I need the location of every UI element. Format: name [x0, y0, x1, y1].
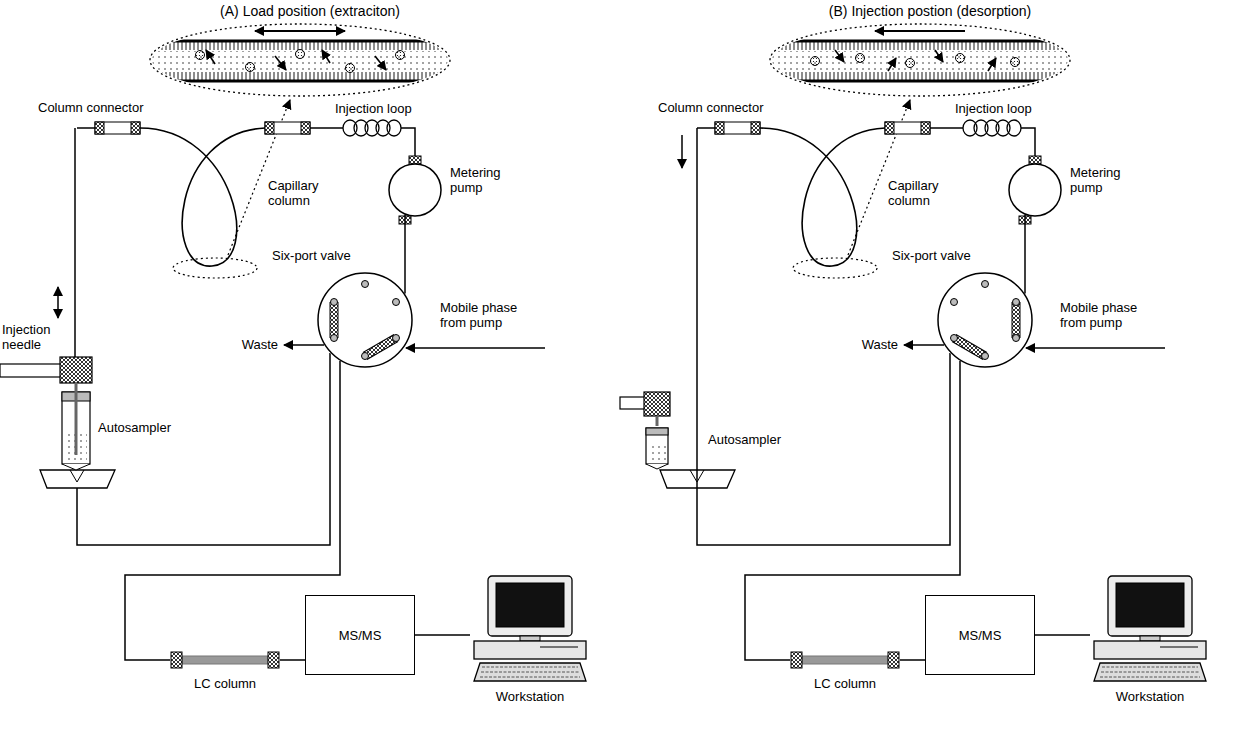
sample-vial	[646, 428, 668, 464]
panel-title: (A) Load position (extraciton)	[0, 3, 620, 20]
needle-block	[644, 392, 670, 416]
node-shape	[937, 272, 1033, 368]
injection-needle	[656, 416, 659, 426]
part-label: Waste	[228, 337, 278, 352]
needle-block	[60, 357, 92, 383]
metering-pump: Metering pump	[1008, 163, 1062, 217]
node-shape	[790, 650, 900, 670]
needle-arm	[0, 364, 62, 377]
part-label: Injection loop	[335, 101, 435, 116]
connector-motion-arrow	[681, 135, 683, 168]
six-port-valve: Six-port valve	[937, 272, 1033, 368]
waste-arrow	[284, 344, 324, 346]
metering-pump: Metering pump	[388, 163, 442, 217]
sample-holder	[40, 470, 115, 488]
capillary-column	[140, 128, 265, 266]
part-label: Column connector	[658, 100, 783, 115]
needle-motion-arrow	[57, 287, 59, 318]
part-label: Autosampler	[708, 432, 803, 447]
injection-needle	[75, 383, 78, 455]
tubing-connector	[900, 659, 925, 661]
node-shape	[1008, 163, 1062, 217]
workstation: Workstation	[470, 575, 590, 685]
extraction-arrows	[206, 50, 386, 70]
part-label: Capillary column	[888, 178, 960, 208]
connectors	[125, 215, 1090, 660]
node-shape	[1090, 575, 1210, 685]
panel-title: (B) Injection postion (desorption)	[620, 3, 1240, 20]
tubing-connector	[280, 659, 305, 661]
mobile-phase-arrow	[406, 347, 545, 349]
zoom-source	[173, 258, 257, 278]
lc-column: LC column	[790, 650, 900, 670]
node-shape	[470, 575, 590, 685]
sample-line	[77, 353, 330, 545]
node-label: Six-port valve	[272, 248, 412, 263]
flow-arrow	[875, 30, 965, 32]
part-label: Injection loop	[955, 101, 1055, 116]
analyte-particles	[196, 50, 405, 73]
injection-loop	[343, 120, 401, 136]
part-label: Capillary column	[268, 178, 340, 208]
tubing-connector	[404, 215, 406, 293]
node-label: Metering pump	[450, 165, 524, 195]
part-label: Waste	[848, 337, 898, 352]
valve-ports	[951, 281, 1020, 360]
flow-arrow	[255, 30, 345, 32]
node-shape	[170, 650, 280, 670]
tubing-connector	[1024, 215, 1026, 293]
column-connector	[265, 122, 310, 134]
part-label: Mobile phase from pump	[1060, 300, 1160, 330]
valve-ports	[331, 281, 400, 360]
workstation: Workstation	[1090, 575, 1210, 685]
node-label: Workstation	[455, 689, 605, 704]
ms-ms-detector: MS/MS	[305, 595, 415, 675]
six-port-valve: Six-port valve	[317, 272, 413, 368]
pump-fitting	[409, 156, 421, 164]
part-label: Autosampler	[98, 420, 193, 435]
part-label: Injection needle	[2, 322, 64, 352]
node-label: MS/MS	[339, 628, 382, 643]
ms-ms-detector: MS/MS	[925, 595, 1035, 675]
node-label: Six-port valve	[892, 248, 1032, 263]
node-shape	[388, 163, 442, 217]
node-label: LC column	[150, 676, 300, 691]
lc-column: LC column	[170, 650, 280, 670]
desorption-arrows	[835, 50, 996, 71]
tubing-connector	[1035, 634, 1090, 636]
node-shape	[317, 272, 413, 368]
node-label: Workstation	[1075, 689, 1225, 704]
node-label: Metering pump	[1070, 165, 1144, 195]
zoom-ellipse	[150, 24, 450, 96]
tubing-connector	[415, 634, 470, 636]
part-label: Column connector	[38, 100, 163, 115]
node-label: LC column	[770, 676, 920, 691]
part-label: Mobile phase from pump	[440, 300, 540, 330]
column-connector	[95, 122, 140, 134]
node-label: MS/MS	[959, 628, 1002, 643]
analyte-particles	[811, 54, 1020, 68]
membrane-zoom	[150, 41, 450, 81]
